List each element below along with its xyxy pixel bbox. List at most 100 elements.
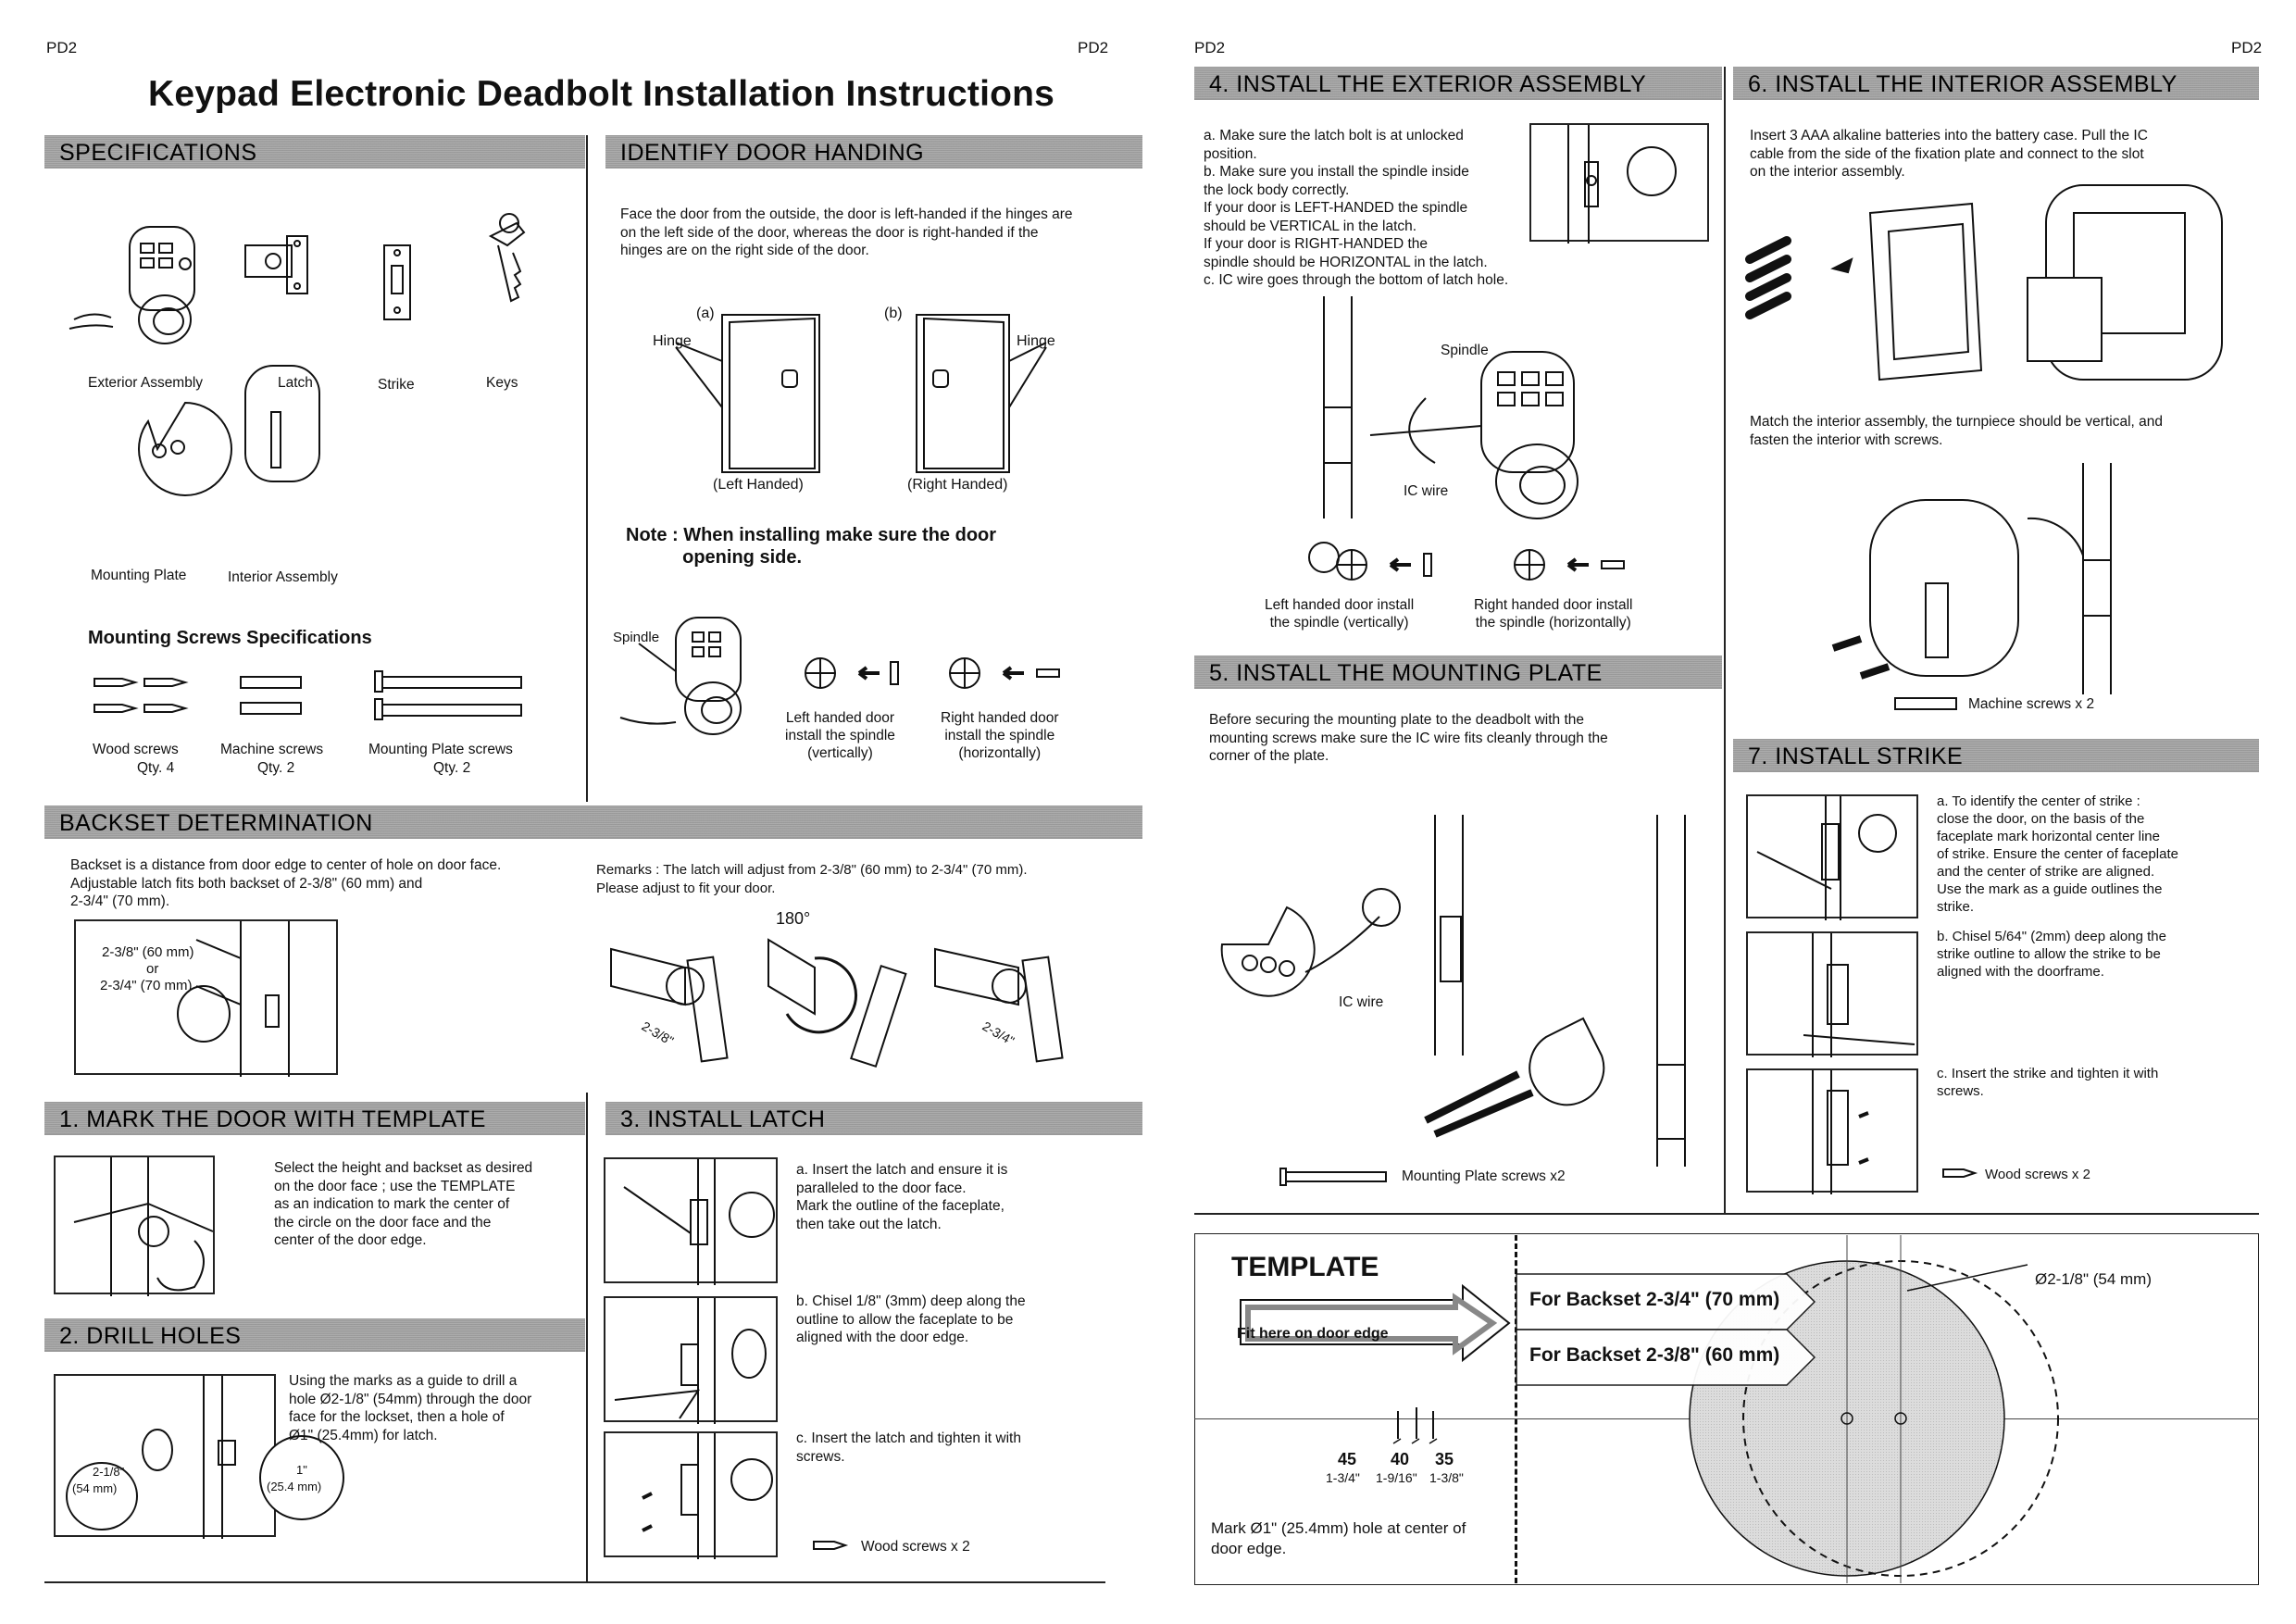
step2-text: Using the marks as a guide to drill a ho… xyxy=(289,1373,532,1443)
step7-screws-label: Wood screws x 2 xyxy=(1985,1167,2090,1182)
section-header-backset: BACKSET DETERMINATION xyxy=(44,806,1142,839)
right-install-caption: Right handed door install the spindle (h… xyxy=(941,710,1059,761)
specification-parts-illustration xyxy=(69,213,526,496)
handing-text: Face the door from the outside, the door… xyxy=(620,206,1073,258)
section-header-step6: 6. INSTALL THE INTERIOR ASSEMBLY xyxy=(1733,67,2259,100)
step3c-text: c. Insert the latch and tighten it with … xyxy=(796,1430,1021,1465)
mounting-plate-screw-icon xyxy=(1279,1168,1387,1186)
door-handing-illustration xyxy=(675,314,1047,473)
page-tag: PD2 xyxy=(1078,39,1109,56)
dim-label: 1" xyxy=(296,1463,307,1477)
screw-name: Machine screws xyxy=(220,742,324,757)
screws-spec-title: Mounting Screws Specifications xyxy=(88,628,372,648)
step3a-diagram xyxy=(604,1157,778,1285)
icwire-label: IC wire xyxy=(1404,483,1449,499)
part-label: Strike xyxy=(378,377,415,393)
screw-qty: Qty. 4 xyxy=(137,760,175,776)
step7b-diagram xyxy=(1746,931,1918,1057)
divider xyxy=(586,135,588,802)
section-header-specifications: SPECIFICATIONS xyxy=(44,135,585,169)
step1-diagram xyxy=(54,1156,215,1296)
backset-inch: 1-3/4" xyxy=(1326,1470,1360,1485)
spindle-label: Spindle xyxy=(613,630,660,645)
template-title: TEMPLATE xyxy=(1231,1252,1379,1282)
exterior-assembly-illustration xyxy=(1308,296,1625,581)
step5-text: Before securing the mounting plate to th… xyxy=(1209,712,1608,764)
backset-mm: 40 xyxy=(1391,1450,1410,1468)
section-header-step7: 7. INSTALL STRIKE xyxy=(1733,739,2259,772)
left-install-caption: Left handed door install the spindle (ve… xyxy=(1265,597,1415,631)
screw-name: Wood screws xyxy=(93,742,179,757)
step7a-diagram xyxy=(1746,794,1918,920)
screw-qty: Qty. 2 xyxy=(433,760,471,776)
left-handed-label: (Left Handed) xyxy=(713,477,804,493)
machine-screw-icon xyxy=(1894,697,1957,710)
section-header-step4: 4. INSTALL THE EXTERIOR ASSEMBLY xyxy=(1194,67,1722,100)
spindle-orientation-illustration xyxy=(619,617,1060,735)
part-label: Keys xyxy=(486,375,518,391)
backset-60-label: For Backset 2-3/8" (60 mm) xyxy=(1529,1344,1780,1366)
step5-screws-label: Mounting Plate screws x2 xyxy=(1402,1168,1566,1184)
dim-label: (25.4 mm) xyxy=(267,1480,322,1493)
backset-70-label: For Backset 2-3/4" (70 mm) xyxy=(1529,1289,1780,1310)
template-drawing xyxy=(1240,1235,2059,1583)
step2-diagram xyxy=(54,1374,276,1539)
step3a-text: a. Insert the latch and ensure it is par… xyxy=(796,1162,1008,1232)
page-tag: PD2 xyxy=(46,39,78,56)
step7a-text: a. To identify the center of strike : cl… xyxy=(1937,793,2178,915)
rotate-label: 180° xyxy=(776,909,811,928)
door-b-label: (b) xyxy=(884,306,903,321)
latch-hole-callout xyxy=(259,1435,344,1520)
step7c-diagram xyxy=(1746,1068,1918,1194)
dim-label: 2-1/8" xyxy=(93,1465,125,1479)
divider xyxy=(586,1093,588,1581)
part-label: Exterior Assembly xyxy=(88,375,204,391)
step6-screws-label: Machine screws x 2 xyxy=(1968,696,2095,712)
step3b-diagram xyxy=(604,1296,778,1424)
dim-label: 2-3/8" (60 mm) xyxy=(102,944,194,960)
section-header-step2: 2. DRILL HOLES xyxy=(44,1318,585,1352)
part-label: Latch xyxy=(278,375,313,391)
wood-screw-icon xyxy=(813,1541,849,1550)
section-header-door-handing: IDENTIFY DOOR HANDING xyxy=(605,135,1142,169)
left-install-caption: Left handed door install the spindle (ve… xyxy=(785,710,895,761)
door-a-label: (a) xyxy=(696,306,715,321)
door-edge-line xyxy=(1515,1235,1517,1583)
backset-mm: 35 xyxy=(1435,1450,1454,1468)
page-tag: PD2 xyxy=(1194,39,1226,56)
hinge-label: Hinge xyxy=(653,333,692,349)
right-install-caption: Right handed door install the spindle (h… xyxy=(1474,597,1633,631)
right-handed-label: (Right Handed) xyxy=(907,477,1008,493)
screw-name: Mounting Plate screws xyxy=(368,742,513,757)
page-title: Keypad Electronic Deadbolt Installation … xyxy=(148,74,1055,114)
screws-illustration xyxy=(94,670,522,720)
dim-or: or xyxy=(146,961,159,977)
hinge-label: Hinge xyxy=(1017,333,1055,349)
section-header-step3: 3. INSTALL LATCH xyxy=(605,1102,1142,1135)
section-header-step5: 5. INSTALL THE MOUNTING PLATE xyxy=(1194,656,1722,689)
page-tag: PD2 xyxy=(2231,39,2263,56)
battery-install-illustration xyxy=(1745,184,2223,381)
part-label: Mounting Plate xyxy=(91,568,187,583)
mounting-plate-illustration xyxy=(1220,815,1686,1167)
step6-text2: Match the interior assembly, the turnpie… xyxy=(1750,414,2164,448)
divider xyxy=(1724,67,1726,1213)
backset-mm: 45 xyxy=(1338,1450,1357,1468)
backset-inch: 1-9/16" xyxy=(1376,1470,1417,1485)
dim-label: 2-3/4" (70 mm) xyxy=(100,978,193,993)
step4-text: a. Make sure the latch bolt is at unlock… xyxy=(1204,128,1509,288)
backset-diagram xyxy=(74,919,338,1077)
wood-screw-icon xyxy=(1942,1168,1978,1178)
step3-screws-label: Wood screws x 2 xyxy=(861,1539,970,1555)
step3c-diagram xyxy=(604,1431,778,1559)
backset-inch: 1-3/8" xyxy=(1429,1470,1464,1485)
fit-door-edge-label: Fit here on door edge xyxy=(1237,1326,1389,1342)
spindle-label: Spindle xyxy=(1441,343,1489,358)
icwire-label: IC wire xyxy=(1339,994,1384,1010)
step1-text: Select the height and backset as desired… xyxy=(274,1160,533,1248)
mark-hole-text: Mark Ø1" (25.4mm) hole at center of door… xyxy=(1211,1519,1466,1557)
divider xyxy=(1194,1213,2259,1215)
backset-text: Backset is a distance from door edge to … xyxy=(70,857,502,909)
divider xyxy=(44,1581,1105,1583)
step4-latch-diagram xyxy=(1529,123,1709,244)
